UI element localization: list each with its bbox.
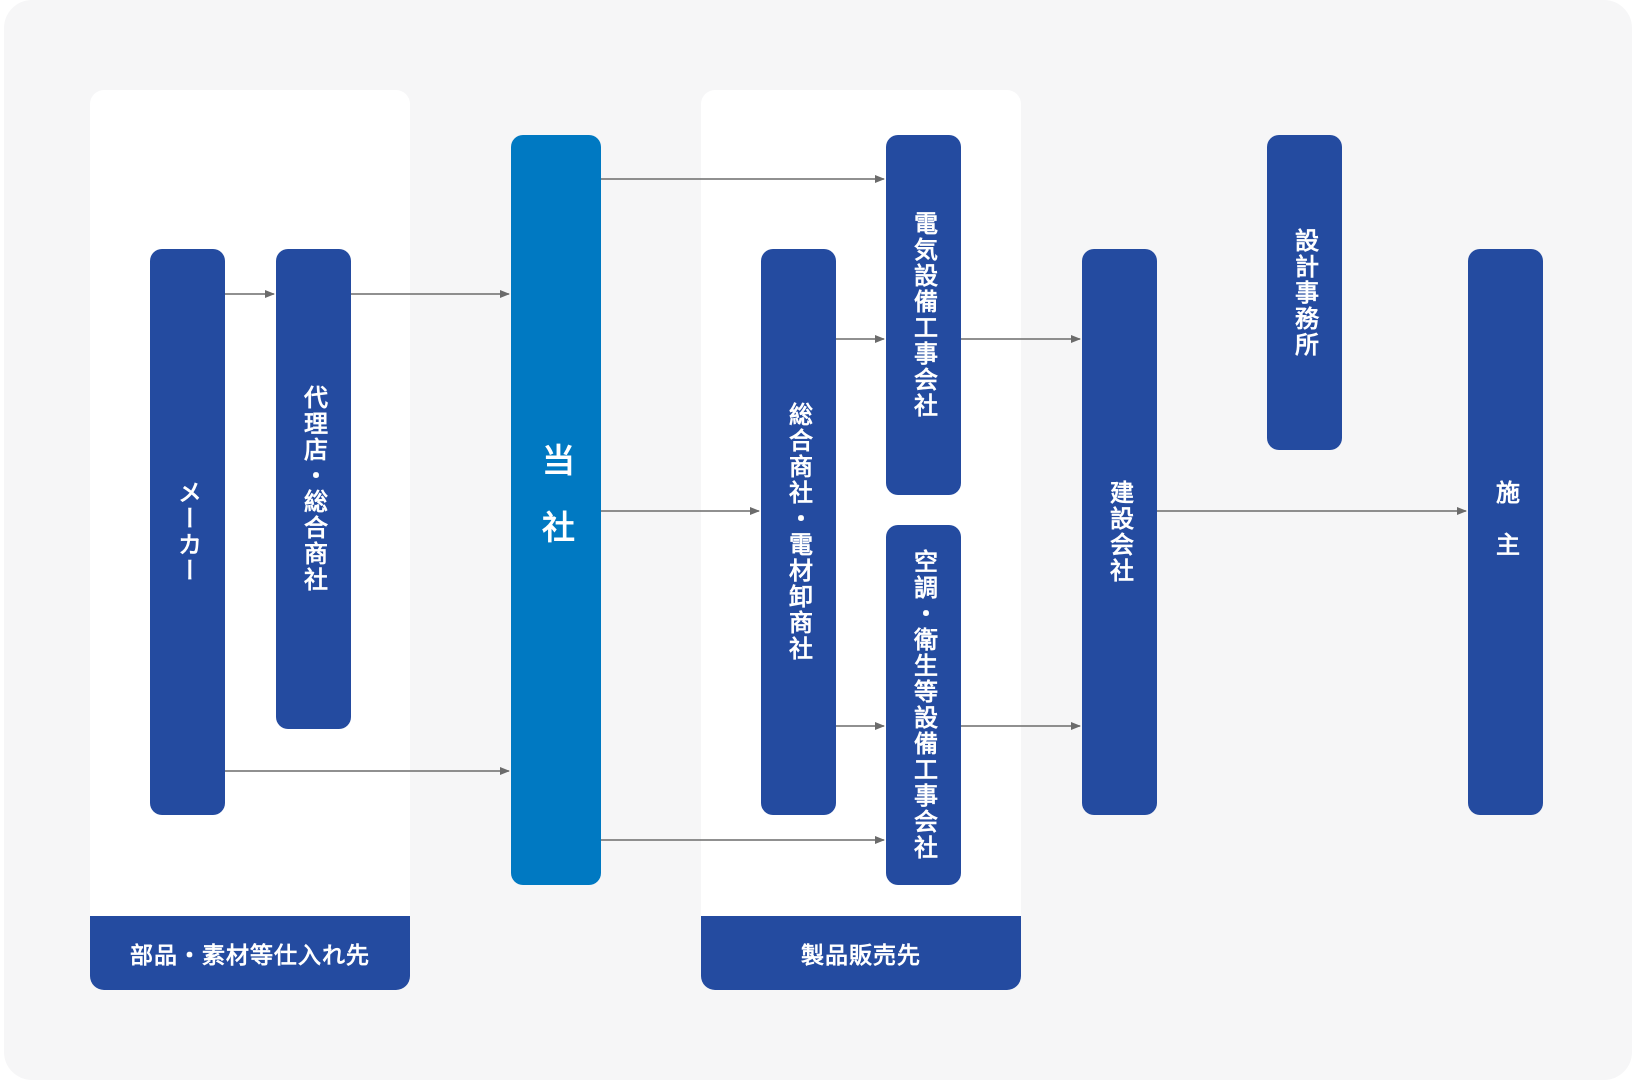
- node-hvac-label: 空調・衛生等設備工事会社: [909, 549, 938, 861]
- suppliers-group-label: 部品・素材等仕入れ先: [90, 916, 410, 990]
- node-owner: 施主: [1468, 249, 1543, 815]
- node-agent-label: 代理店・総合商社: [299, 385, 328, 593]
- node-owner-label: 施主: [1491, 480, 1520, 584]
- node-trading: 総合商社・電材卸商社: [761, 249, 836, 815]
- node-maker: メーカー: [150, 249, 225, 815]
- node-hvac: 空調・衛生等設備工事会社: [886, 525, 961, 885]
- suppliers-group: 部品・素材等仕入れ先: [90, 90, 410, 990]
- node-design: 設計事務所: [1267, 135, 1342, 450]
- node-maker-label: メーカー: [173, 480, 202, 584]
- node-construction-label: 建設会社: [1105, 480, 1134, 584]
- node-company-label: 当社: [536, 443, 576, 577]
- node-agent: 代理店・総合商社: [276, 249, 351, 729]
- node-construction: 建設会社: [1082, 249, 1157, 815]
- sales-group-label: 製品販売先: [701, 916, 1021, 990]
- node-electrical: 電気設備工事会社: [886, 135, 961, 495]
- node-electrical-label: 電気設備工事会社: [909, 211, 938, 419]
- node-trading-label: 総合商社・電材卸商社: [784, 402, 813, 662]
- node-design-label: 設計事務所: [1290, 227, 1319, 358]
- node-company: 当社: [511, 135, 601, 885]
